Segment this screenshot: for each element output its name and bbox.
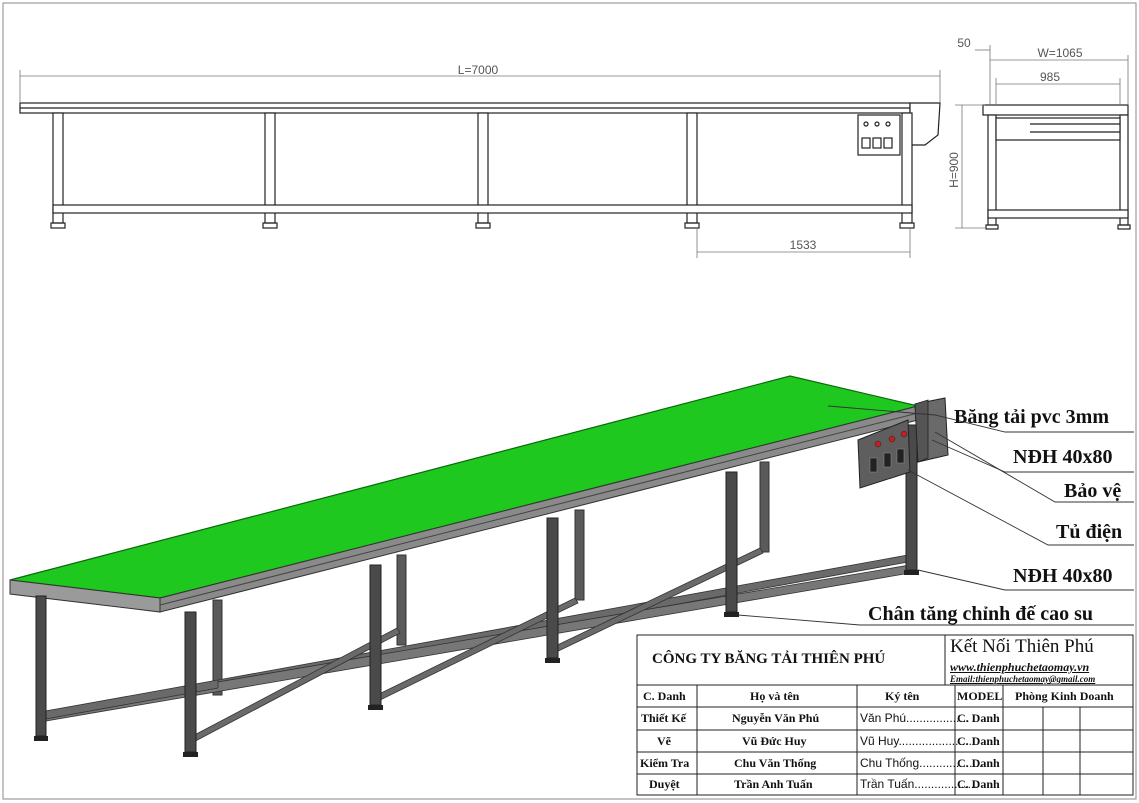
dimension-width-label: W=1065 — [1037, 46, 1082, 60]
isometric-view — [9, 375, 949, 757]
row-name: Vũ Đức Huy — [742, 734, 807, 748]
label-frame-bottom: NĐH 40x80 — [1013, 565, 1113, 587]
row-name: Chu Văn Thống — [734, 756, 817, 770]
header-model: MODEL — [957, 689, 1003, 703]
dimension-width — [975, 45, 1129, 105]
label-cabinet: Tủ điện — [1056, 521, 1123, 543]
row-signature: Chu Thống................... — [860, 756, 983, 770]
label-leaders — [737, 405, 1134, 626]
row-title: C. Danh — [957, 777, 1000, 791]
header-title: C. Danh — [643, 689, 686, 703]
company-name: CÔNG TY BĂNG TẢI THIÊN PHÚ — [652, 651, 886, 667]
row-name: Trần Anh Tuấn — [734, 777, 813, 791]
label-belt: Băng tải pvc 3mm — [954, 406, 1109, 428]
dimension-length — [19, 70, 941, 103]
header-department: Phòng Kinh Doanh — [1015, 689, 1114, 703]
header-signature: Ký tên — [885, 689, 920, 703]
row-signature: Vũ Huy....................... — [860, 734, 976, 748]
brand-name: Kết Nối Thiên Phú — [950, 636, 1094, 657]
dimension-50-label: 50 — [957, 36, 971, 50]
end-view — [982, 104, 1131, 230]
row-name: Nguyễn Văn Phú — [732, 711, 820, 725]
dimension-length-label: L=7000 — [458, 63, 499, 77]
website: www.thienphuchetaomay.vn — [950, 660, 1090, 674]
row-signature: Trần Tuấn................... — [860, 777, 978, 791]
email: Email:thienphuchetaomay@gmail.com — [950, 674, 1096, 684]
dimension-panel-offset — [696, 228, 911, 258]
label-frame-top: NĐH 40x80 — [1013, 446, 1113, 468]
header-name: Họ và tên — [750, 689, 800, 703]
row-title: C. Danh — [957, 756, 1000, 770]
row-title: C. Danh — [957, 734, 1000, 748]
dimension-panel-offset-label: 1533 — [790, 238, 817, 252]
row-role: Thiết Kế — [641, 711, 686, 725]
dimension-height-label: H=900 — [947, 152, 961, 188]
row-signature: Văn Phú................... — [860, 711, 970, 725]
dimension-inner-width-label: 985 — [1040, 70, 1060, 84]
row-role: Kiểm Tra — [640, 756, 690, 770]
dimension-height — [955, 104, 985, 229]
label-guard: Bảo vệ — [1064, 480, 1122, 502]
row-title: C. Danh — [957, 711, 1000, 725]
row-role: Vẽ — [657, 734, 671, 748]
label-feet: Chân tăng chỉnh đế cao su — [868, 603, 1094, 625]
side-view — [19, 102, 941, 229]
row-role: Duyệt — [649, 777, 680, 791]
